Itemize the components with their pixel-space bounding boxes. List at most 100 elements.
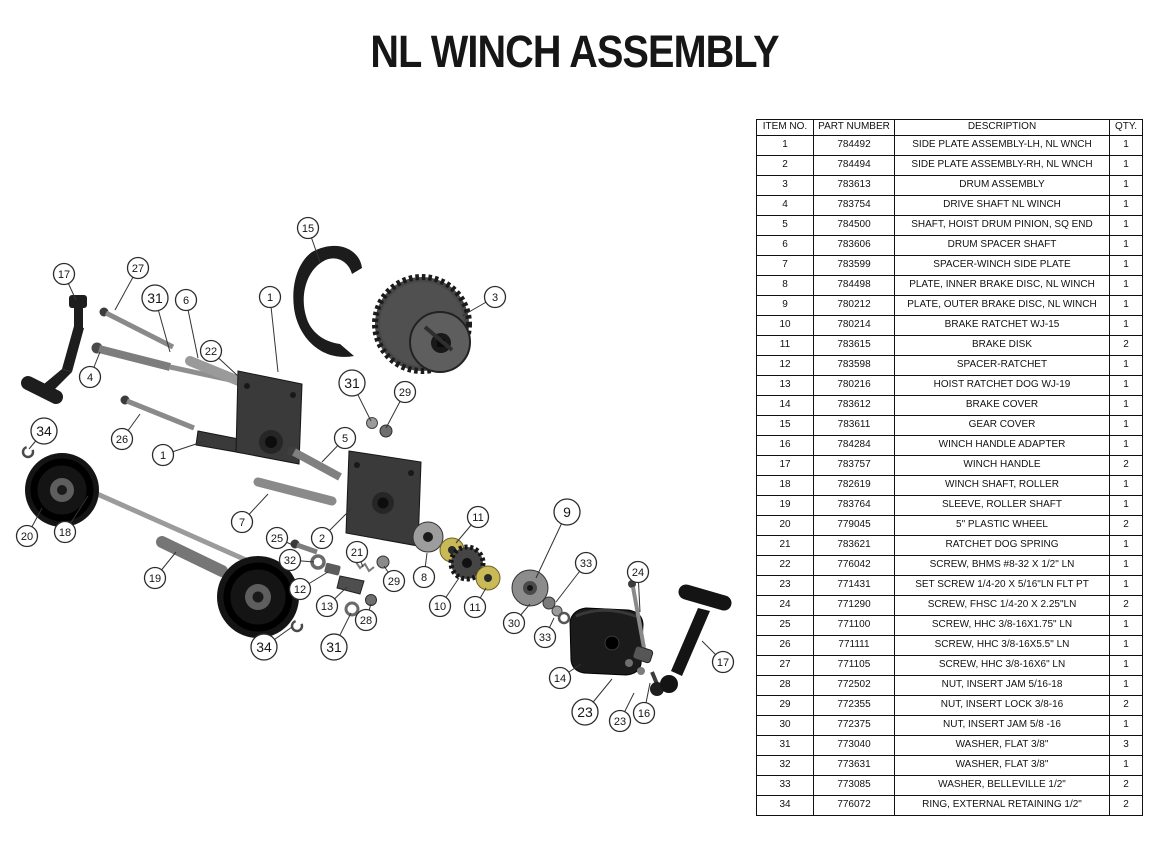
svg-text:2: 2: [319, 533, 325, 545]
qty-cell: 3: [1109, 735, 1143, 756]
part-number-cell: 784492: [813, 135, 895, 156]
description-cell: SCREW, BHMS #8-32 X 1/2" LN: [894, 555, 1110, 576]
svg-text:11: 11: [472, 512, 483, 524]
qty-cell: 1: [1109, 255, 1143, 276]
qty-cell: 1: [1109, 375, 1143, 396]
item-no-cell: 25: [756, 615, 814, 636]
part-side-plate-lh: [195, 370, 303, 465]
part-drum-assembly: [372, 274, 472, 374]
qty-cell: 2: [1109, 335, 1143, 356]
svg-text:19: 19: [149, 573, 161, 585]
description-cell: SPACER-WINCH SIDE PLATE: [894, 255, 1110, 276]
part-brake-stack: [412, 521, 571, 625]
callout-29: 29: [385, 380, 417, 429]
part-screw-hhc-6in: [99, 307, 175, 350]
part-pinion-shaft: [287, 446, 342, 481]
item-no-cell: 16: [756, 435, 814, 456]
callout-32: 32: [278, 548, 315, 572]
svg-text:20: 20: [21, 531, 33, 543]
callout-12: 12: [288, 571, 329, 601]
description-cell: BRAKE RATCHET WJ-15: [894, 315, 1110, 336]
description-cell: SIDE PLATE ASSEMBLY-LH, NL WNCH: [894, 135, 1110, 156]
item-no-cell: 28: [756, 675, 814, 696]
callout-30: 30: [502, 603, 531, 635]
item-no-cell: 32: [756, 755, 814, 776]
qty-cell: 2: [1109, 455, 1143, 476]
callout-10: 10: [428, 577, 460, 618]
callout-31: 31: [320, 612, 352, 661]
callout-17: 17: [52, 262, 77, 301]
item-no-cell: 4: [756, 195, 814, 216]
description-cell: SCREW, HHC 3/8-16X5.5" LN: [894, 635, 1110, 656]
item-no-cell: 34: [756, 795, 814, 816]
description-cell: DRUM SPACER SHAFT: [894, 235, 1110, 256]
item-no-cell: 6: [756, 235, 814, 256]
svg-text:34: 34: [36, 423, 52, 439]
column-header: PART NUMBER: [813, 119, 895, 136]
part-number-cell: 783599: [813, 255, 895, 276]
item-no-cell: 12: [756, 355, 814, 376]
description-cell: RATCHET DOG SPRING: [894, 535, 1110, 556]
qty-cell: 1: [1109, 415, 1143, 436]
callout-15: 15: [296, 216, 321, 263]
item-no-cell: 11: [756, 335, 814, 356]
qty-cell: 1: [1109, 615, 1143, 636]
item-no-cell: 20: [756, 515, 814, 536]
callout-1: 1: [151, 440, 206, 467]
item-no-cell: 26: [756, 635, 814, 656]
part-sleeve-roller-shaft: [156, 536, 228, 577]
callout-8: 8: [412, 552, 436, 589]
svg-text:9: 9: [563, 504, 571, 520]
callout-33: 33: [533, 617, 557, 649]
svg-text:24: 24: [632, 567, 644, 579]
qty-cell: 2: [1109, 695, 1143, 716]
svg-text:18: 18: [59, 527, 71, 539]
description-cell: NUT, INSERT LOCK 3/8-16: [894, 695, 1110, 716]
callout-16: 16: [632, 682, 656, 725]
description-cell: HOIST RATCHET DOG WJ-19: [894, 375, 1110, 396]
part-number-cell: 771111: [813, 635, 895, 656]
item-no-cell: 15: [756, 415, 814, 436]
item-no-cell: 3: [756, 175, 814, 196]
description-cell: SCREW, HHC 3/8-16X1.75" LN: [894, 615, 1110, 636]
callout-34: 34: [28, 417, 58, 450]
callout-22: 22: [199, 339, 239, 377]
part-number-cell: 779045: [813, 515, 895, 536]
part-ratchet-hardware-cluster: [290, 417, 393, 617]
description-cell: SIDE PLATE ASSEMBLY-RH, NL WNCH: [894, 155, 1110, 176]
svg-text:32: 32: [284, 555, 296, 567]
part-brake-cover: [569, 607, 644, 676]
part-retaining-ring-left: [21, 445, 35, 459]
description-cell: DRUM ASSEMBLY: [894, 175, 1110, 196]
qty-cell: 1: [1109, 715, 1143, 736]
svg-text:12: 12: [294, 584, 306, 596]
callout-26: 26: [110, 413, 141, 451]
part-spacer-winch-side-plate: [253, 477, 337, 506]
svg-text:17: 17: [717, 657, 729, 669]
part-drum-spacer-shaft: [185, 356, 251, 389]
svg-text:21: 21: [351, 547, 363, 559]
description-cell: WASHER, FLAT 3/8": [894, 755, 1110, 776]
item-no-cell: 21: [756, 535, 814, 556]
description-cell: 5" PLASTIC WHEEL: [894, 515, 1110, 536]
qty-cell: 1: [1109, 295, 1143, 316]
part-number-cell: 780212: [813, 295, 895, 316]
part-winch-handle-right: [660, 584, 732, 693]
item-no-cell: 14: [756, 395, 814, 416]
